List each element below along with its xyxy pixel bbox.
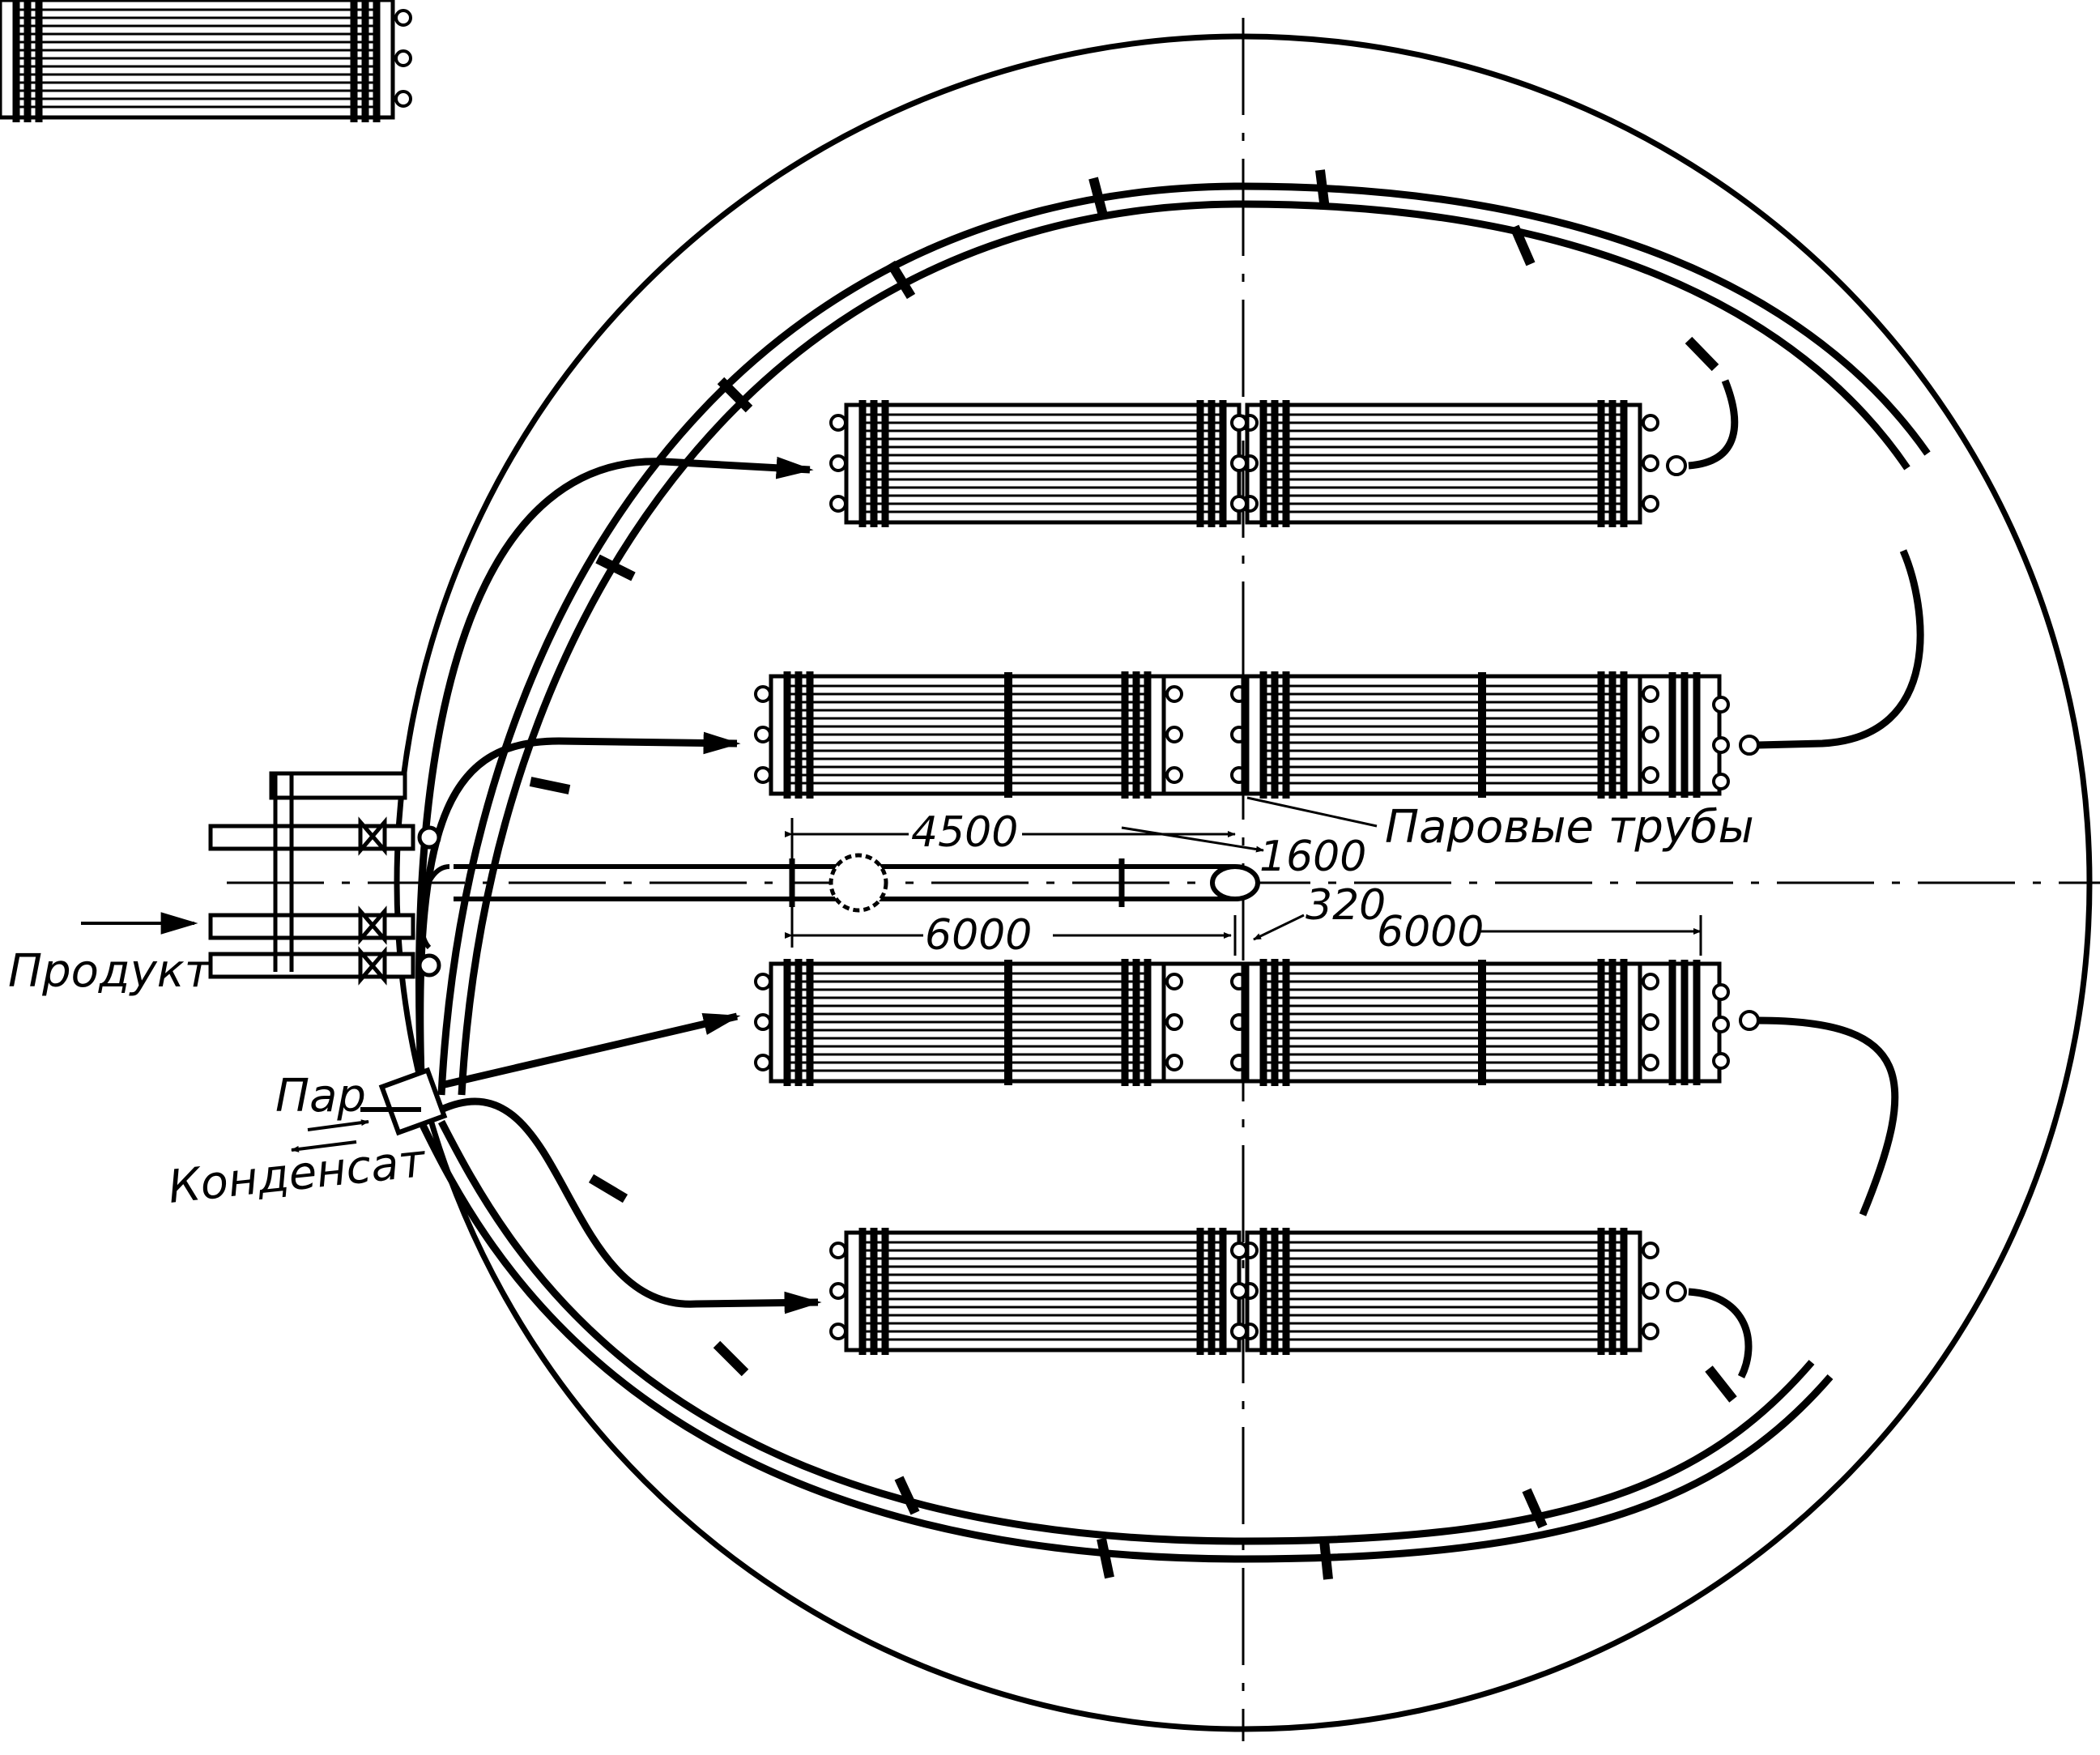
dim-6000-right: 6000 <box>1377 908 1484 956</box>
valve-manifold <box>208 771 441 986</box>
dim-320: 320 <box>1306 881 1386 930</box>
heater-row1-left <box>831 400 1257 527</box>
feed-lines <box>415 456 822 1314</box>
dim-1600: 1600 <box>1259 833 1366 881</box>
right-heads <box>1666 455 1760 1302</box>
heater-row2-left-a <box>756 671 1182 799</box>
label-steam-tubes: Паровые трубы <box>1385 801 1754 854</box>
end-plates-right <box>1668 672 1701 1085</box>
return-loops <box>1688 379 1924 1379</box>
heater-row1-right <box>1232 400 1658 527</box>
condensate-arrow <box>291 1140 357 1152</box>
ring-flanges <box>529 169 1737 1580</box>
heater-row2-right-a <box>1232 671 1658 799</box>
support-bars <box>1004 672 1486 1085</box>
heater-row3-right-a <box>1232 959 1658 1086</box>
label-condensate: Конденсат <box>166 1135 429 1214</box>
heater-row3-left-a <box>756 959 1182 1086</box>
heater-row4-right <box>1232 1228 1658 1355</box>
steam-arrow <box>307 1119 369 1131</box>
wall-nozzle <box>360 1067 448 1136</box>
label-product: Продукт <box>8 945 212 998</box>
heater-row4-left <box>831 1228 1257 1355</box>
product-pipe <box>418 853 1260 950</box>
ring-collector <box>417 182 1931 1563</box>
dim-4500: 4500 <box>911 808 1018 857</box>
dimension-lines <box>785 796 1702 956</box>
dim-6000-left: 6000 <box>925 911 1032 960</box>
heater-section <box>0 0 412 122</box>
label-steam: Пар <box>275 1070 366 1122</box>
